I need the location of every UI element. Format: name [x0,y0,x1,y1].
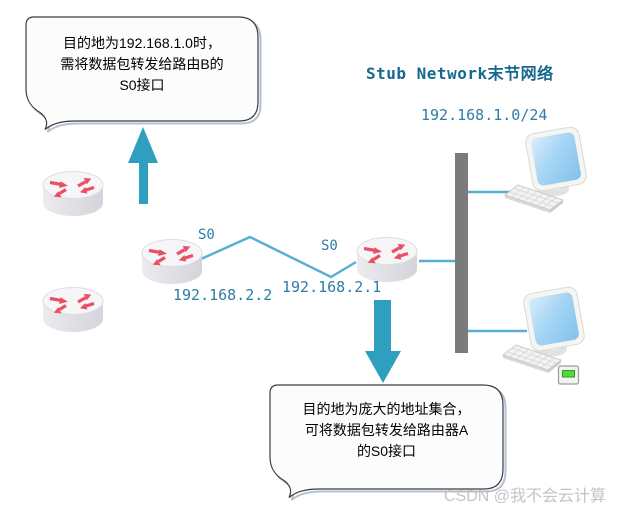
callout-top-bubble [25,16,259,130]
network-segment-bar-icon [455,153,468,353]
router-icon [355,235,419,284]
right-router-ip-label: 192.168.2.1 [282,278,382,296]
callout-top-text: 目的地为192.168.1.0时， 需将数据包转发给路由B的 S0接口 [60,35,224,93]
router-icon [140,237,204,286]
serial-link-line [200,235,357,279]
up-arrow-icon [128,127,158,204]
stub-network-title: Stub Network末节网络 [366,64,554,83]
computer-icon [502,285,587,374]
green-led-device-icon [557,365,580,385]
csdn-watermark: CSDN @我不会云计算 [444,488,607,505]
left-router-ip-label: 192.168.2.2 [173,286,273,304]
callout-bottom-bubble [269,384,504,498]
callout-top [25,16,262,133]
router-icon [41,169,105,218]
stub-network-cidr-label: 192.168.1.0/24 [421,106,548,124]
right-router-interface-label: S0 [321,238,338,254]
left-router-interface-label: S0 [198,227,215,243]
router-icon [41,285,105,334]
callout-bottom [269,384,507,501]
computer-icon [504,125,589,214]
callout-bottom-text: 目的地为庞大的地址集合， 可将数据包转发给路由器A 的S0接口 [302,401,471,459]
down-arrow-icon [365,300,401,383]
